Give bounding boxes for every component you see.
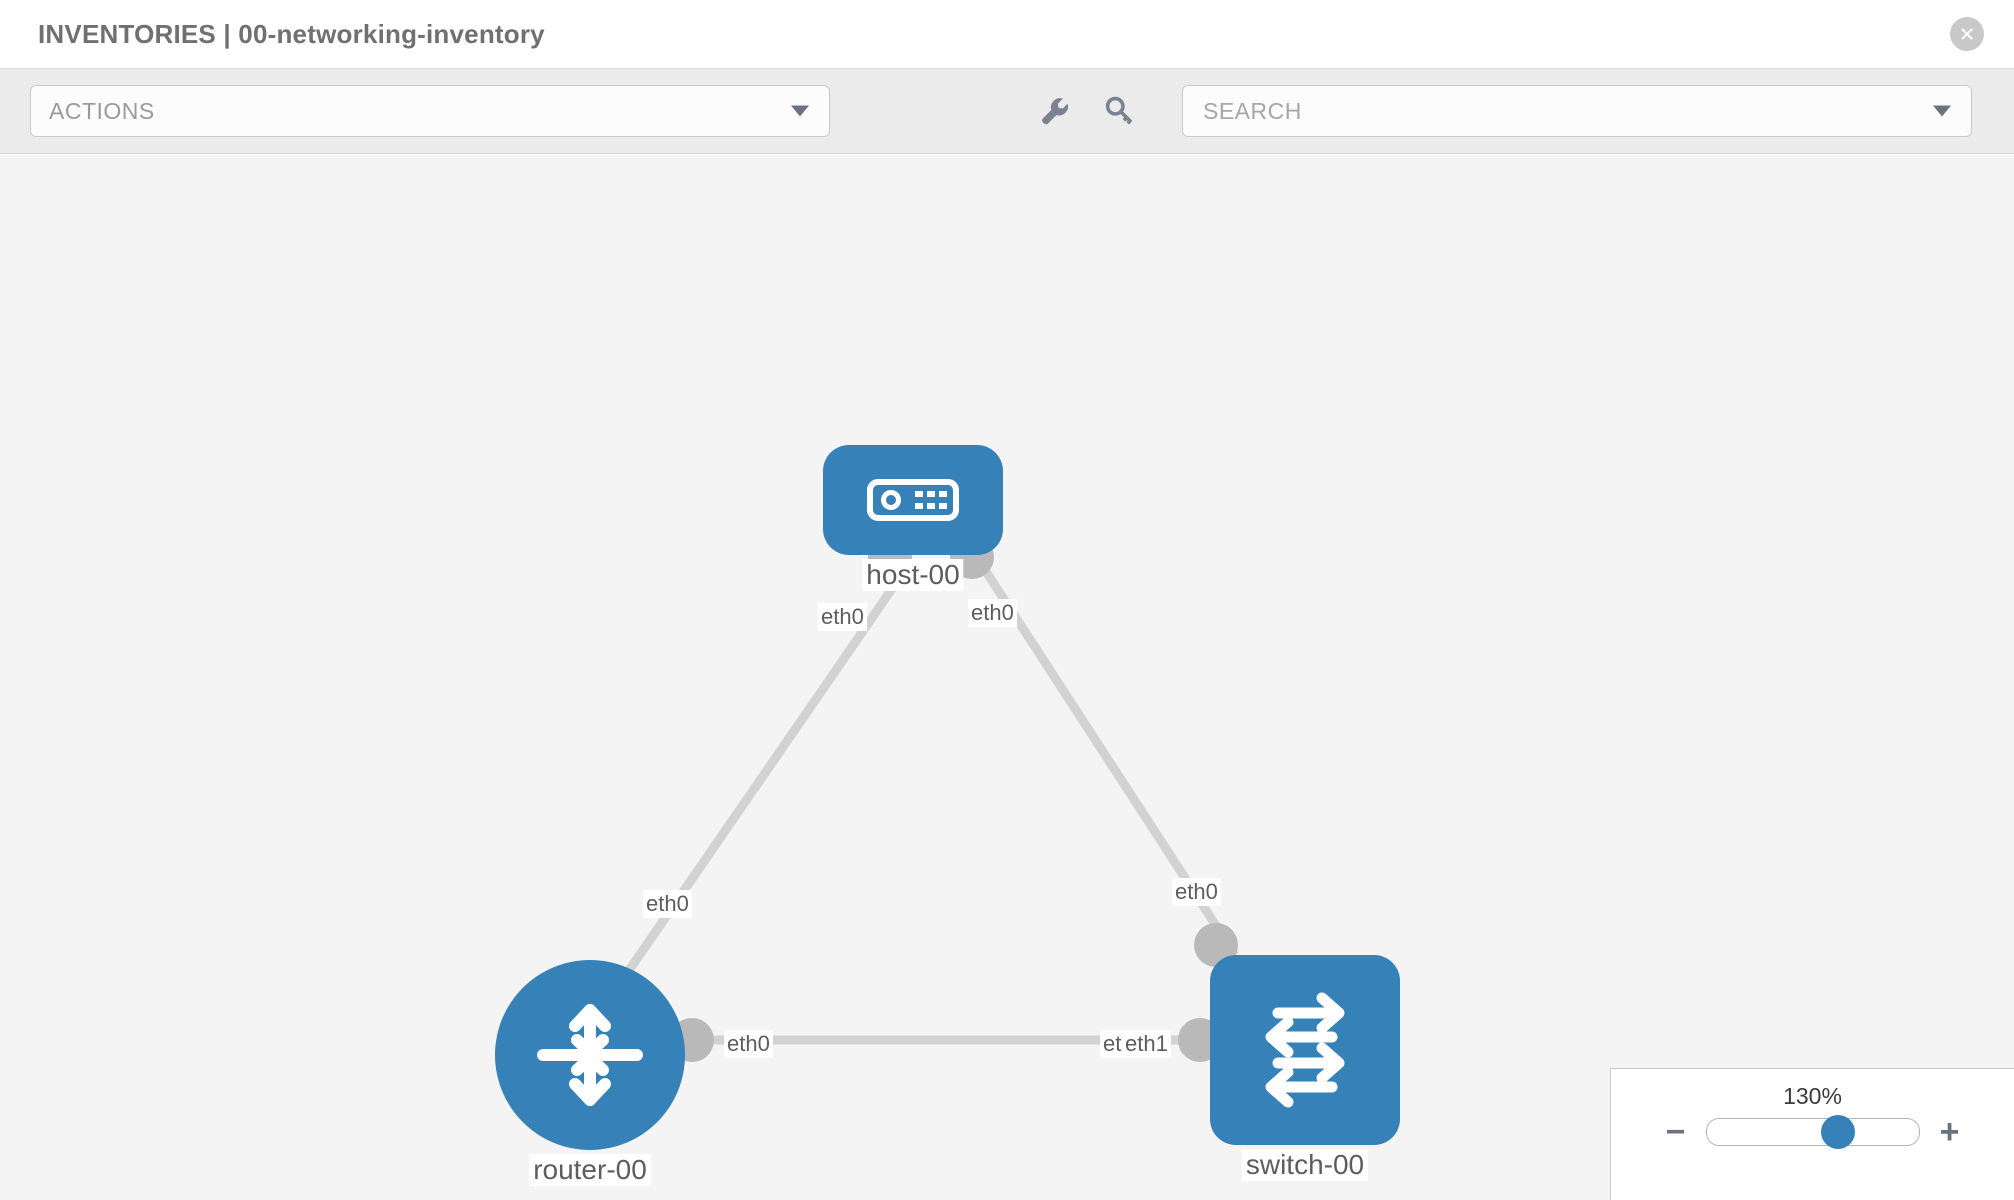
actions-dropdown-label: ACTIONS bbox=[49, 97, 155, 124]
zoom-out-button[interactable]: − bbox=[1665, 1113, 1686, 1151]
search-input[interactable] bbox=[1201, 96, 1897, 126]
zoom-slider[interactable] bbox=[1705, 1115, 1920, 1149]
page-header: INVENTORIES | 00-networking-inventory bbox=[0, 0, 2014, 68]
node-host-00[interactable]: host-00 bbox=[823, 445, 1003, 591]
edge-host-router bbox=[608, 567, 909, 998]
topology-edges bbox=[600, 567, 1239, 1045]
topology-canvas[interactable]: host-00 rout bbox=[0, 155, 2014, 1200]
zoom-level-value: 130% bbox=[1783, 1083, 1842, 1109]
actions-dropdown[interactable]: ACTIONS bbox=[30, 85, 830, 137]
edge-label-host-right: eth0 bbox=[968, 599, 1017, 627]
chevron-down-icon[interactable] bbox=[1933, 105, 1951, 117]
edge-label-switch-up: eth0 bbox=[1172, 878, 1221, 906]
zoom-control-panel: 130% − + bbox=[1610, 1068, 2014, 1200]
edge-label-host-left: eth0 bbox=[818, 603, 867, 631]
switch-arrows-icon bbox=[1265, 992, 1345, 1108]
node-router-00-shape[interactable] bbox=[495, 960, 685, 1150]
node-switch-00[interactable]: switch-00 bbox=[1210, 955, 1400, 1181]
chevron-down-icon bbox=[791, 105, 809, 117]
edge-label-router-right: eth0 bbox=[724, 1030, 773, 1058]
node-host-00-shape[interactable] bbox=[823, 445, 1003, 555]
search-field[interactable] bbox=[1182, 85, 1972, 137]
zoom-in-button[interactable]: + bbox=[1939, 1113, 1960, 1151]
node-router-00-label: router-00 bbox=[529, 1154, 651, 1186]
router-arrows-icon bbox=[537, 1004, 643, 1106]
edge-label-router-up: eth0 bbox=[643, 890, 692, 918]
edge-label-switch-left-eth1: eth1 bbox=[1122, 1030, 1171, 1058]
wrench-icon[interactable] bbox=[1036, 92, 1074, 130]
toolbar-icon-group bbox=[1036, 92, 1138, 130]
page-title: INVENTORIES | 00-networking-inventory bbox=[38, 18, 545, 49]
node-switch-00-label: switch-00 bbox=[1241, 1149, 1369, 1181]
close-icon[interactable] bbox=[1950, 17, 1984, 51]
key-icon[interactable] bbox=[1100, 92, 1138, 130]
node-host-00-label: host-00 bbox=[862, 559, 964, 591]
node-switch-00-shape[interactable] bbox=[1210, 955, 1400, 1145]
node-router-00[interactable]: router-00 bbox=[495, 960, 685, 1186]
server-icon bbox=[867, 479, 959, 521]
zoom-slider-thumb[interactable] bbox=[1820, 1115, 1855, 1149]
zoom-slider-row: − + bbox=[1611, 1113, 2014, 1151]
toolbar: ACTIONS bbox=[0, 68, 2014, 154]
